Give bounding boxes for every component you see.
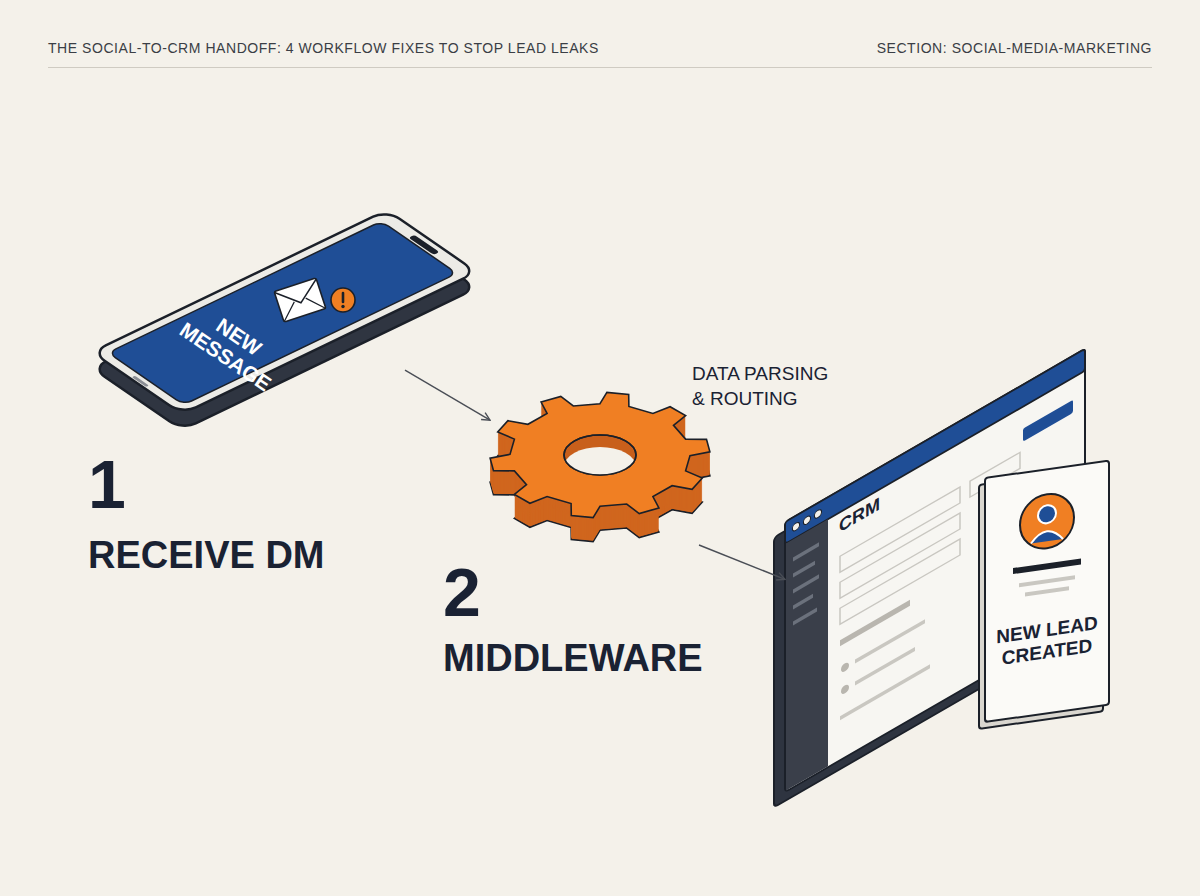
gear-hole-rim [564, 435, 636, 475]
window-sidebar [786, 519, 828, 790]
phone-body [92, 210, 477, 414]
alert-mark [342, 293, 345, 302]
step-title: RECEIVE DM [88, 536, 324, 574]
step-number: 1 [88, 450, 126, 518]
avatar-head [1038, 504, 1056, 525]
list-line [840, 664, 930, 720]
lead-card-illustration [985, 461, 1109, 722]
avatar-body [1031, 529, 1063, 543]
gear-node: DATA PARSING & ROUTING2MIDDLEWARE [490, 395, 710, 545]
section-label: SECTION: SOCIAL-MEDIA-MARKETING [877, 40, 1152, 56]
gear-illustration [490, 395, 710, 545]
drawing-part [92, 210, 477, 414]
gear-hole-floor [564, 447, 636, 487]
list-bar [840, 600, 910, 646]
window-dot [803, 515, 810, 526]
window-button [1023, 400, 1073, 442]
envelope-flap [274, 279, 321, 310]
gear-side [490, 393, 710, 518]
phone-screen [108, 221, 457, 405]
step-number: 2 [443, 558, 481, 626]
connector-arrow [405, 370, 490, 420]
step-note: DATA PARSING & ROUTING [692, 362, 844, 411]
window-titlebar [785, 349, 1085, 544]
card-body [985, 461, 1109, 722]
card-line [1025, 586, 1069, 596]
alert-dot [341, 305, 344, 308]
avatar-circle [1020, 490, 1074, 552]
drawing-part [274, 278, 326, 322]
sidebar-item [793, 542, 819, 561]
list-dot [841, 661, 849, 674]
envelope-fold [279, 293, 326, 322]
card-line [1019, 575, 1075, 587]
phone-button [132, 376, 149, 387]
window-dot [792, 521, 799, 532]
step-title: MIDDLEWARE [443, 639, 703, 677]
sidebar-item [793, 608, 817, 626]
connector-arrow [699, 545, 785, 579]
phone-node: NEW MESSAGE1RECEIVE DM [90, 210, 405, 450]
sidebar-item [793, 561, 815, 578]
list-dot [841, 683, 849, 696]
alert-badge [331, 288, 355, 312]
card-name-bar [1013, 559, 1081, 575]
form-field [840, 487, 960, 572]
phone-notch [408, 235, 439, 255]
gear-top [490, 392, 710, 517]
sidebar-item [793, 594, 813, 610]
form-field [840, 513, 960, 598]
window-dot [814, 508, 821, 519]
header-rule [48, 67, 1152, 68]
envelope-icon [274, 278, 326, 322]
list-line [855, 619, 925, 663]
sidebar-item [793, 574, 819, 593]
lead-card: NEW LEAD CREATED [985, 461, 1109, 722]
page-title: THE SOCIAL-TO-CRM HANDOFF: 4 WORKFLOW FI… [48, 40, 599, 56]
